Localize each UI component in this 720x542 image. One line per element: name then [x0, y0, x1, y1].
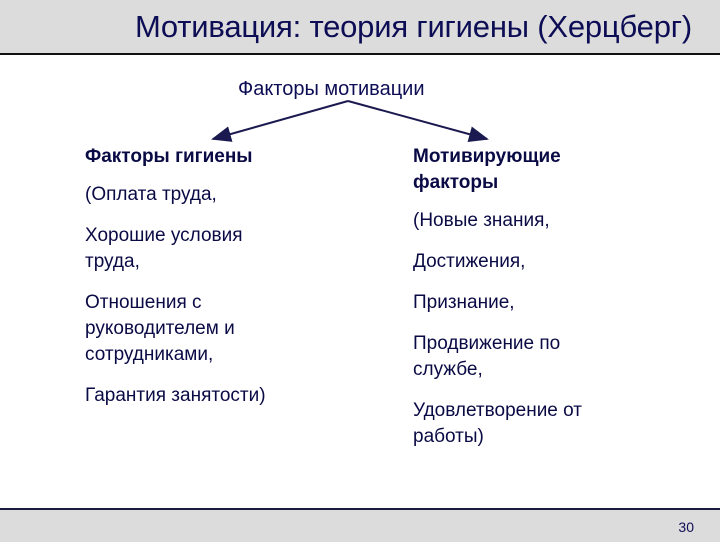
title-band: Мотивация: теория гигиены (Херцберг) [0, 0, 720, 55]
hygiene-factors-heading: Факторы гигиены [85, 146, 253, 167]
hygiene-item: Хорошие условия труда, [85, 225, 243, 272]
hygiene-item: (Оплата труда, [85, 184, 217, 205]
arrow-left-icon [211, 100, 349, 142]
hygiene-item: Отношения с руководителем и сотрудниками… [85, 292, 235, 365]
motivator-item: (Новые знания, [413, 210, 550, 231]
motivator-item: Достижения, [413, 251, 526, 272]
motivator-item: Признание, [413, 292, 515, 313]
motivating-factors-column: Мотивирующие факторы (Новые знания, Дост… [413, 144, 693, 465]
hygiene-factors-column: Факторы гигиены (Оплата труда, Хорошие у… [85, 144, 375, 424]
motivator-item: Удовлетворение от работы) [413, 400, 583, 447]
motivating-factors-heading: Мотивирующие факторы [413, 146, 561, 193]
root-node-label: Факторы мотивации [238, 78, 425, 100]
page-number: 30 [678, 519, 694, 535]
footer-band: 30 [0, 508, 720, 542]
slide-title: Мотивация: теория гигиены (Херцберг) [134, 9, 692, 44]
arrow-right-icon [347, 100, 489, 142]
motivator-item: Продвижение по службе, [413, 333, 561, 380]
hygiene-item: Гарантия занятости) [85, 385, 266, 406]
